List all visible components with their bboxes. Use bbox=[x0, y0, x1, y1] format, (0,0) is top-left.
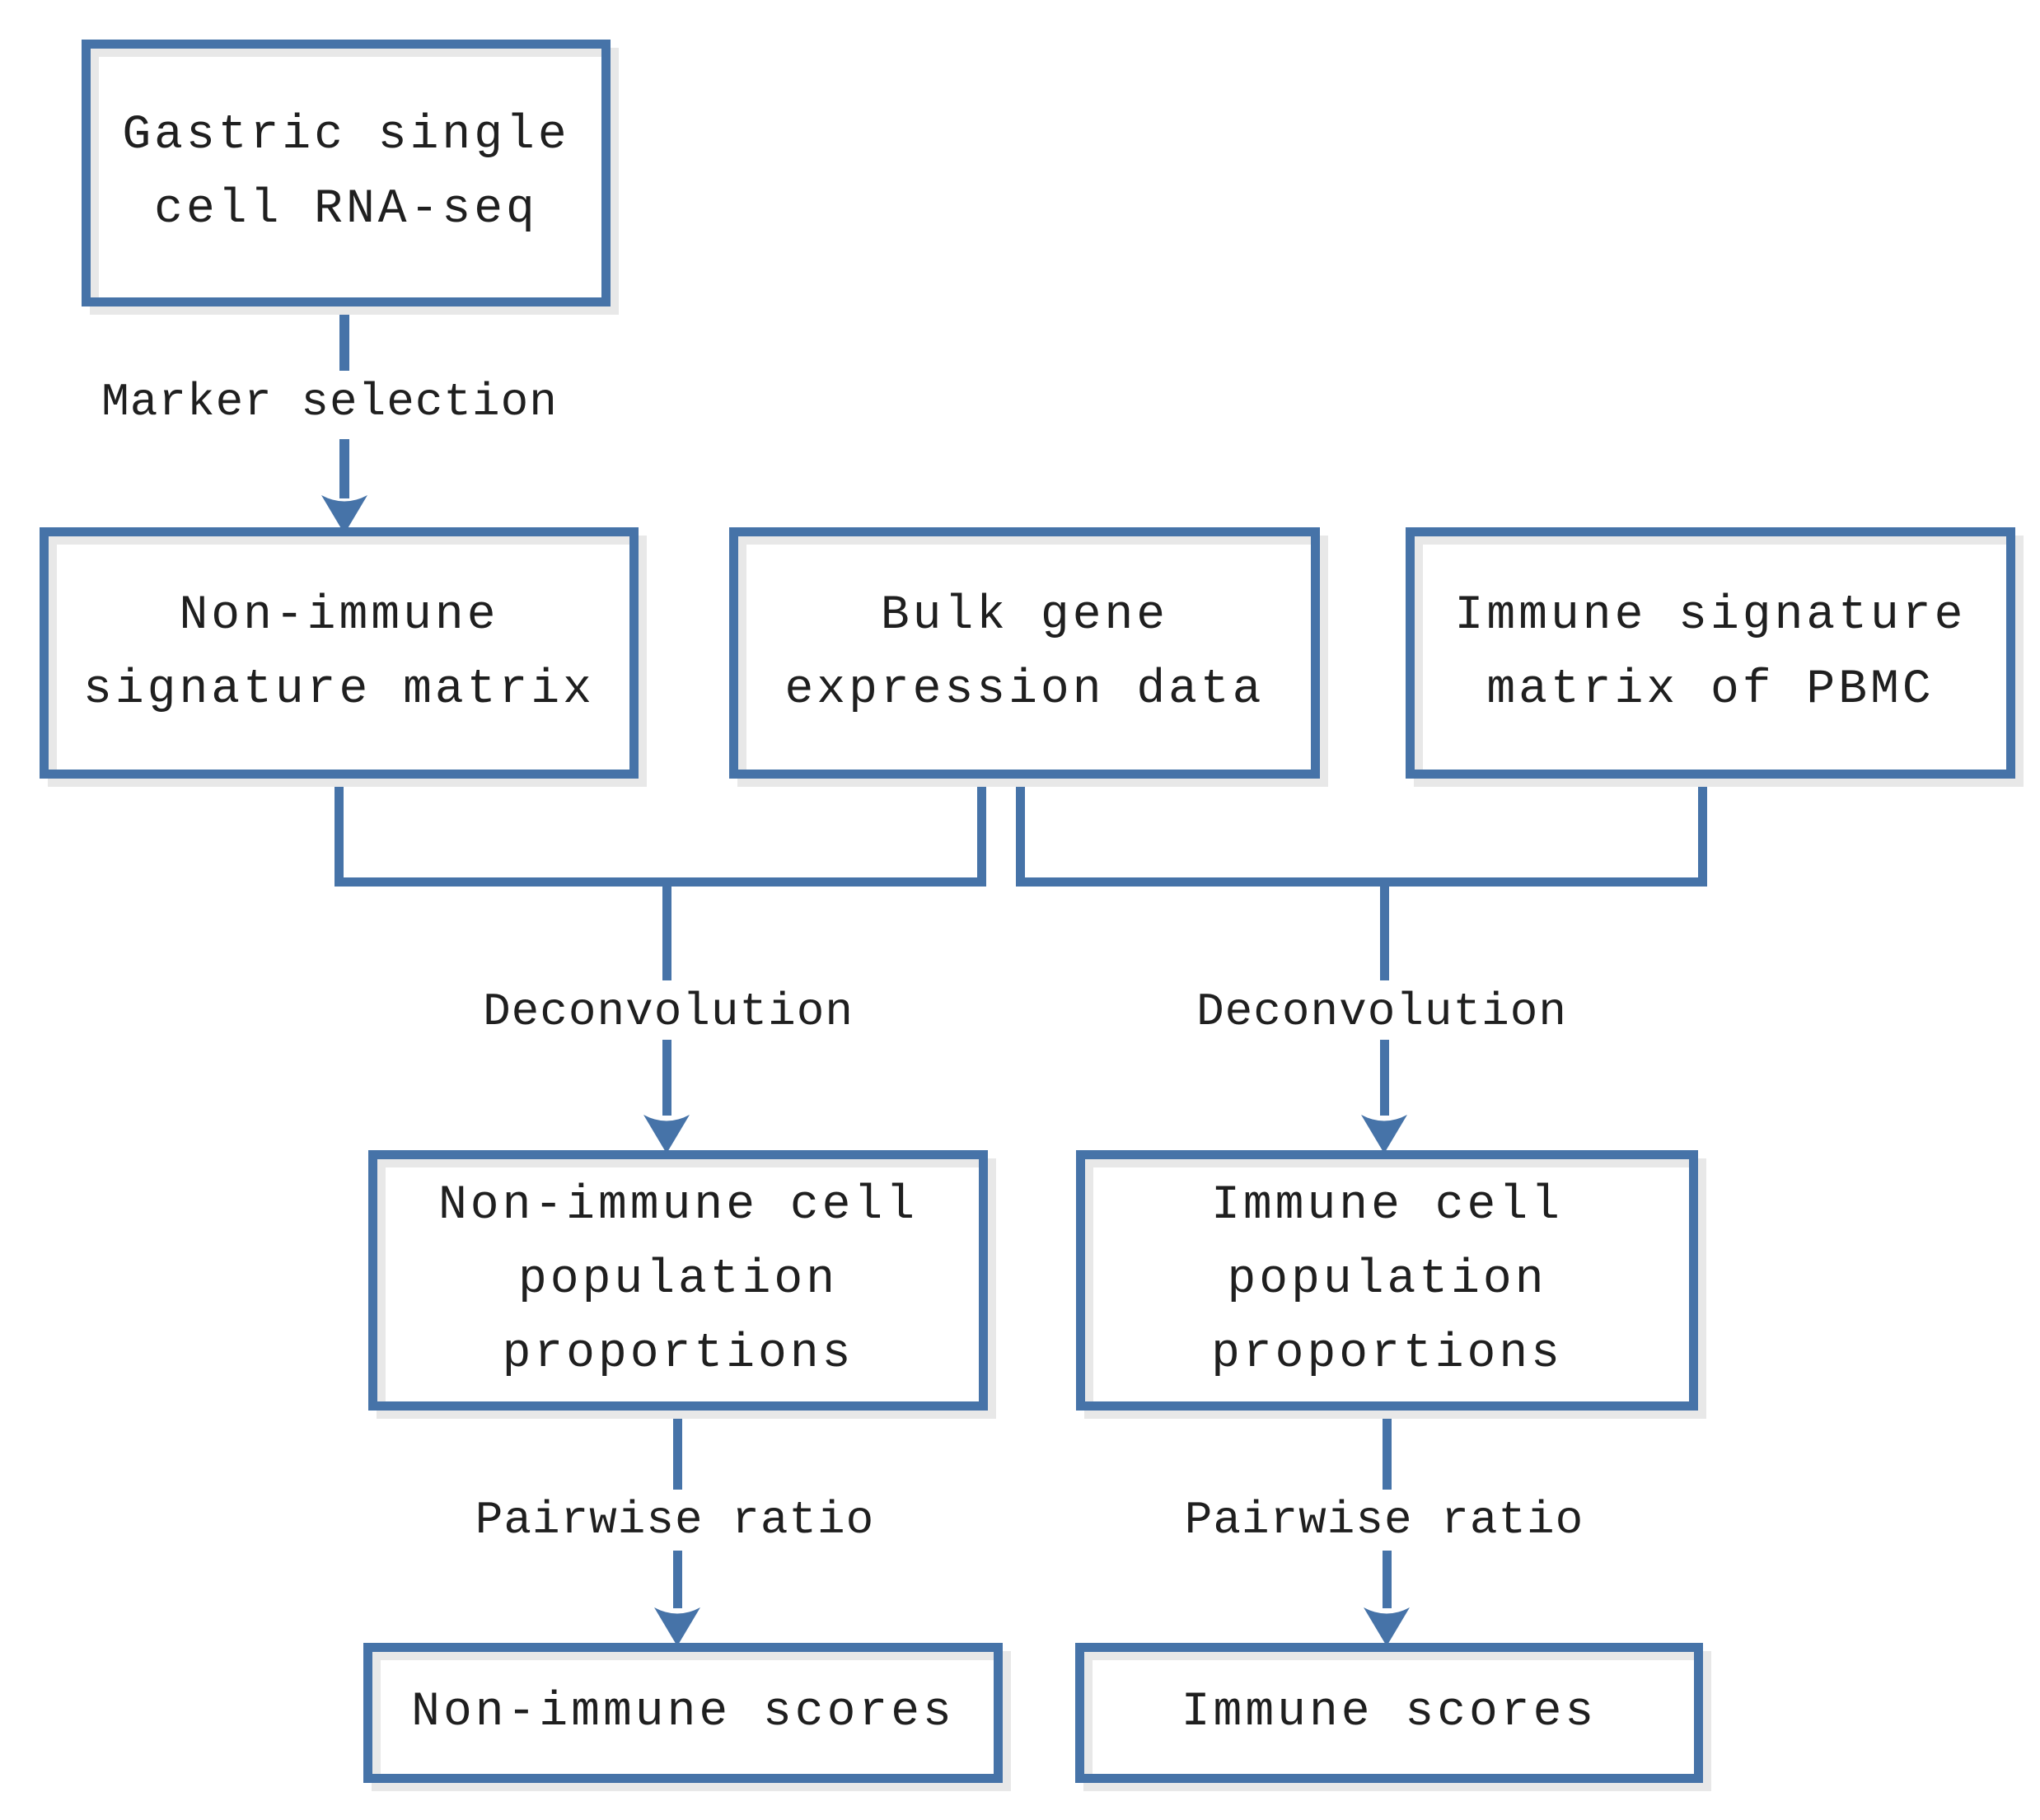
box-label-immune-cell-population-proportions: Immune cell population proportions bbox=[1211, 1179, 1563, 1381]
box-border bbox=[363, 1643, 1003, 1783]
edge-label-deconvolution-left: Deconvolution bbox=[483, 985, 854, 1038]
box-border bbox=[1406, 527, 2015, 779]
box-label-immune-scores: Immune scores bbox=[1181, 1686, 1598, 1740]
connector-left-merge-bracket bbox=[335, 774, 986, 1153]
box-gastric-single-cell-rna-seq: Gastric single cell RNA-seq bbox=[82, 40, 611, 306]
box-label-non-immune-cell-population-proportions: Non-immune cell population proportions bbox=[437, 1179, 919, 1381]
box-immune-signature-matrix-of-pbmc: Immune signature matrix of PBMC bbox=[1406, 527, 2015, 779]
box-non-immune-cell-population-proportions: Non-immune cell population proportions bbox=[368, 1150, 988, 1411]
right-bracket-horizontal bbox=[1016, 877, 1707, 887]
box-border bbox=[1075, 1643, 1703, 1783]
connector-marker-selection bbox=[321, 306, 367, 534]
right-bracket-vertical-from-pbmc bbox=[1698, 774, 1707, 887]
box-border bbox=[82, 40, 611, 306]
box-label-non-immune-scores: Non-immune scores bbox=[411, 1686, 955, 1740]
right-deconvolution-line-top bbox=[1380, 887, 1389, 980]
right-pairwise-arrowhead-icon bbox=[1364, 1607, 1410, 1646]
marker-arrow-segment-top bbox=[339, 306, 349, 371]
right-pairwise-line-bottom bbox=[1383, 1551, 1392, 1608]
connector-left-pairwise-ratio bbox=[654, 1411, 700, 1646]
edge-label-marker-selection: Marker selection bbox=[101, 376, 558, 428]
box-label-immune-signature-matrix-of-pbmc: Immune signature matrix of PBMC bbox=[1454, 588, 1967, 717]
box-immune-cell-population-proportions: Immune cell population proportions bbox=[1076, 1150, 1698, 1411]
left-pairwise-line-top bbox=[673, 1411, 682, 1490]
edge-label-pairwise-ratio-right: Pairwise ratio bbox=[1184, 1494, 1584, 1546]
connector-right-merge-bracket bbox=[1016, 774, 1707, 1153]
box-label-non-immune-signature-matrix: Non-immune signature matrix bbox=[83, 588, 595, 717]
left-pairwise-line-bottom bbox=[673, 1551, 682, 1608]
box-label-gastric-single-cell-rna-seq: Gastric single cell RNA-seq bbox=[122, 109, 570, 236]
box-immune-scores: Immune scores bbox=[1075, 1643, 1703, 1783]
left-bracket-horizontal bbox=[335, 877, 986, 887]
edge-label-pairwise-ratio-left: Pairwise ratio bbox=[475, 1494, 875, 1546]
right-pairwise-line-top bbox=[1383, 1411, 1392, 1490]
marker-arrow-segment-bottom bbox=[339, 439, 349, 498]
box-border bbox=[368, 1150, 988, 1411]
left-deconvolution-line-top bbox=[662, 887, 671, 980]
left-pairwise-arrowhead-icon bbox=[654, 1607, 700, 1646]
left-bracket-vertical-from-bulk bbox=[977, 774, 986, 887]
box-bulk-gene-expression-data: Bulk gene expression data bbox=[729, 527, 1320, 779]
box-non-immune-signature-matrix: Non-immune signature matrix bbox=[40, 527, 639, 779]
box-non-immune-scores: Non-immune scores bbox=[363, 1643, 1003, 1783]
box-border bbox=[1076, 1150, 1698, 1411]
right-bracket-vertical-from-bulk bbox=[1016, 774, 1025, 887]
right-deconvolution-arrowhead-icon bbox=[1361, 1115, 1407, 1153]
left-deconvolution-arrowhead-icon bbox=[643, 1115, 690, 1153]
box-label-bulk-gene-expression-data: Bulk gene expression data bbox=[784, 588, 1265, 717]
right-deconvolution-line-bottom bbox=[1380, 1040, 1389, 1116]
box-border bbox=[729, 527, 1320, 779]
box-border bbox=[40, 527, 639, 779]
connector-right-pairwise-ratio bbox=[1364, 1411, 1410, 1646]
marker-arrowhead-icon bbox=[321, 495, 367, 534]
left-deconvolution-line-bottom bbox=[662, 1040, 671, 1116]
left-bracket-vertical-from-signature bbox=[335, 774, 344, 887]
edge-label-deconvolution-right: Deconvolution bbox=[1196, 985, 1567, 1038]
